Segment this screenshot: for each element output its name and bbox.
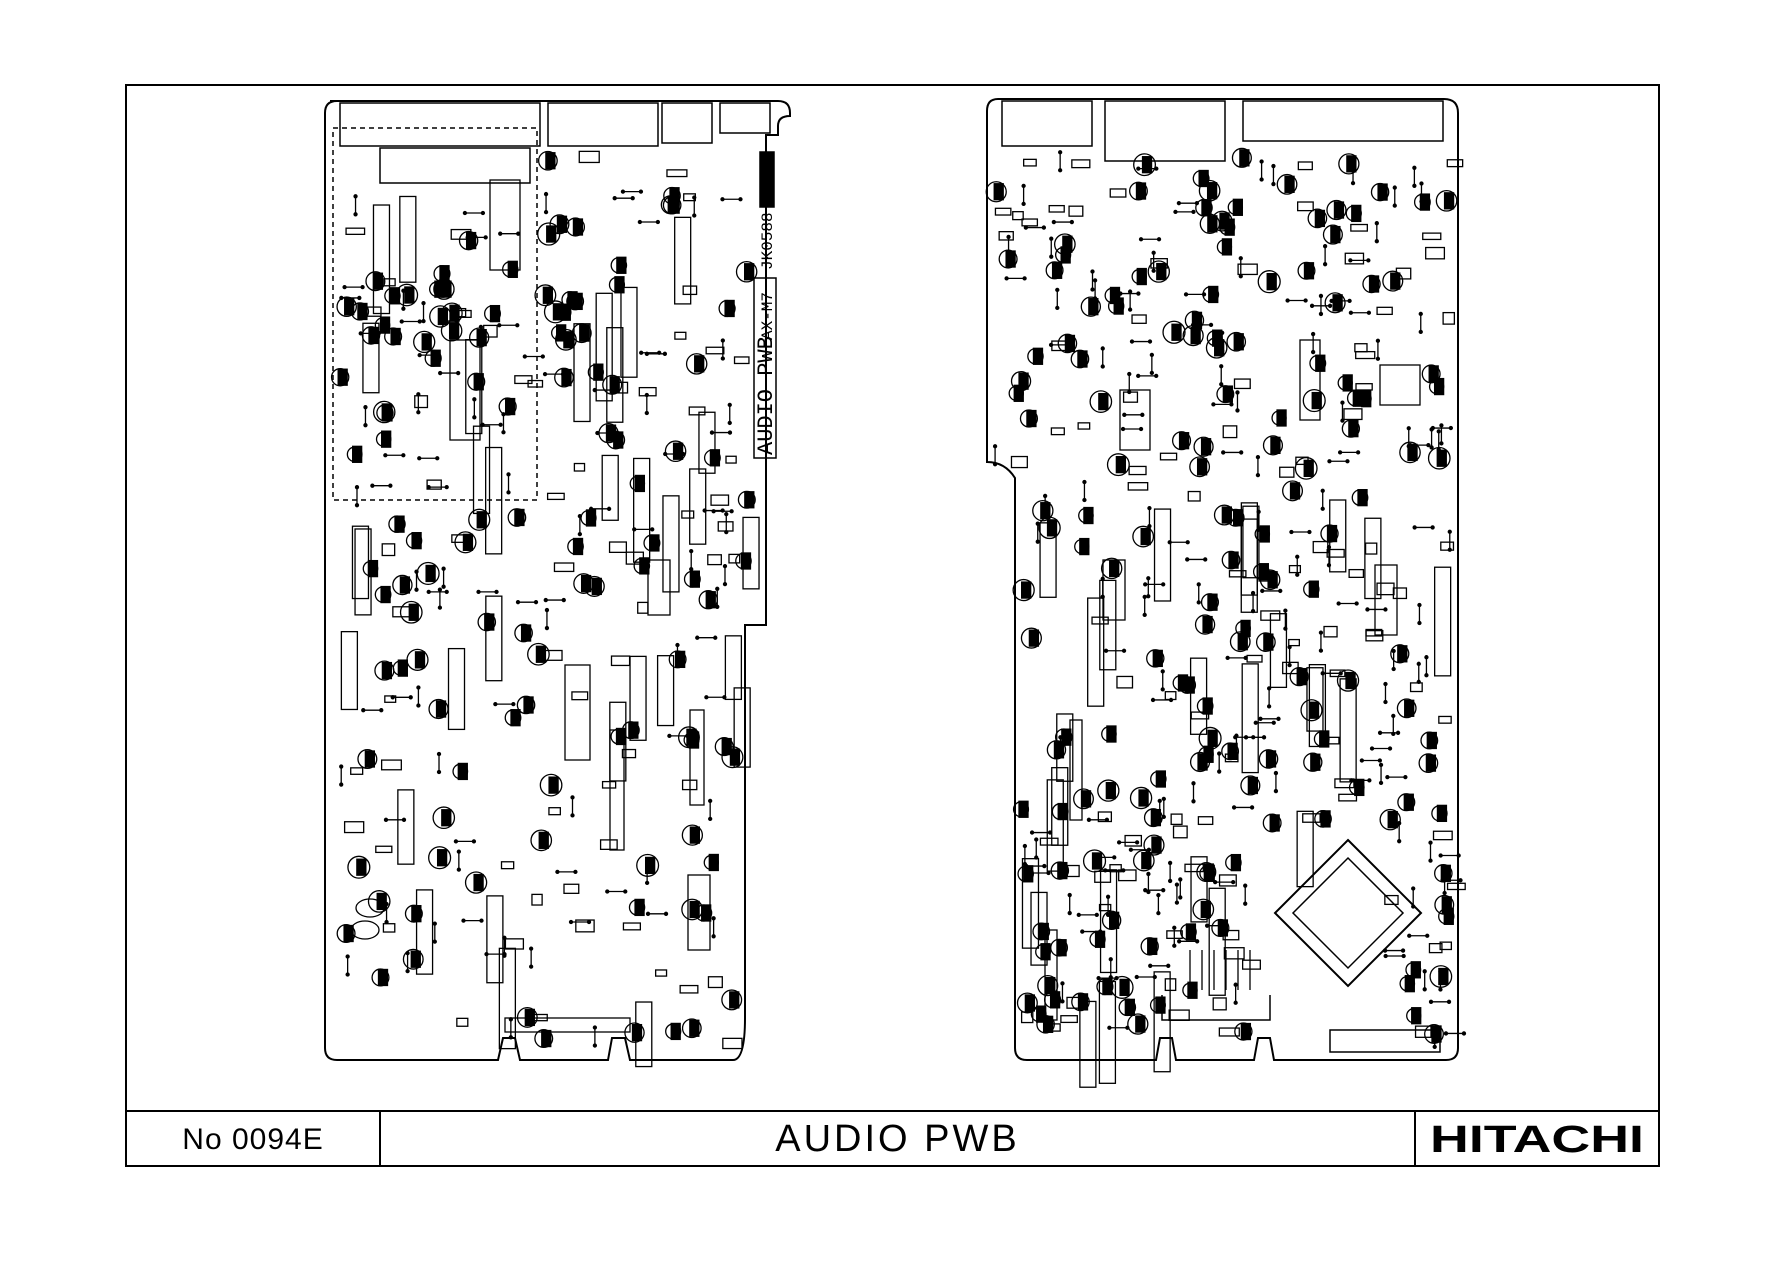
board-label-audio-pwb: AUDIO PWB bbox=[754, 336, 779, 455]
document-title: AUDIO PWB bbox=[381, 1112, 1414, 1167]
hitachi-logo: HITACHI bbox=[1416, 1112, 1658, 1167]
board-label-model: AX-M7 bbox=[759, 292, 777, 340]
board-label-code: JK0588 bbox=[759, 212, 777, 270]
left-board-outline bbox=[325, 101, 790, 1060]
document-number: No 0094E bbox=[127, 1112, 379, 1167]
svg-text:HITACHI: HITACHI bbox=[1430, 1120, 1644, 1160]
